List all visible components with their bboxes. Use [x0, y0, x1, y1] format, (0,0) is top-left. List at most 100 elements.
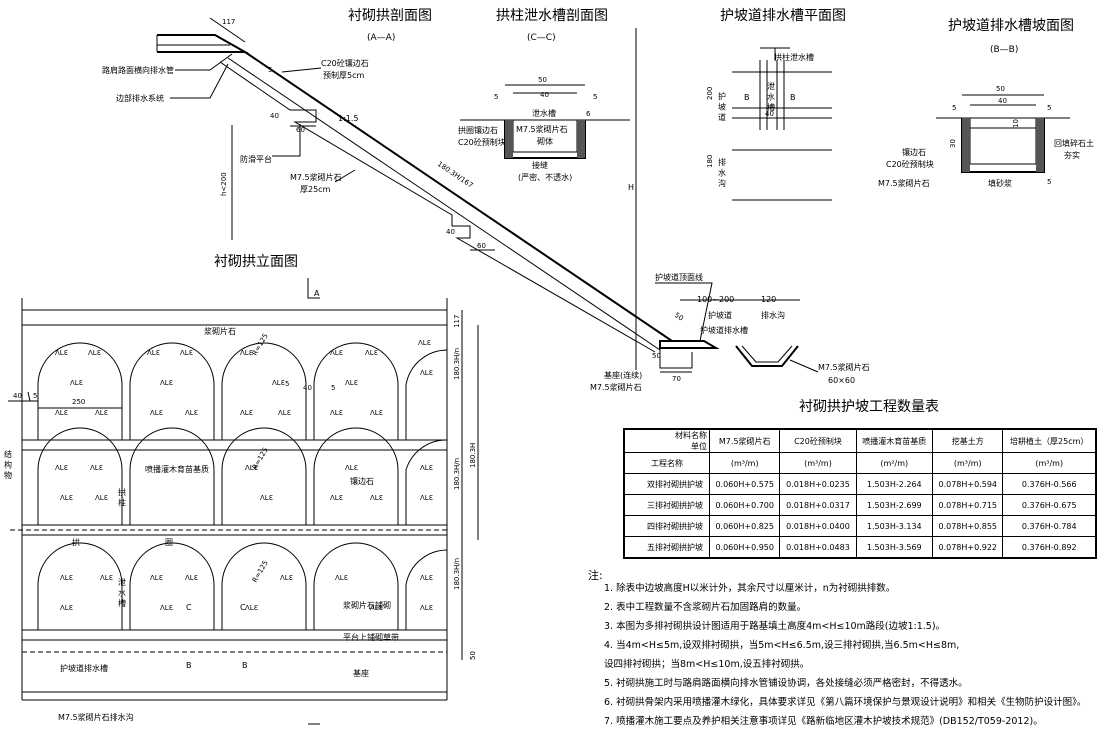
label-shoulder-pipe: 路肩路面横向排水管: [102, 65, 174, 75]
dim-117: 117: [222, 18, 235, 26]
dim-117-line: [209, 17, 246, 43]
elev-label-turf: 喷播灌木育苗基质: [145, 464, 209, 474]
dim-50-slope: 50: [673, 311, 685, 323]
ditch-inner: [741, 345, 793, 363]
svg-text:ɅLƐ: ɅLƐ: [160, 379, 173, 387]
svg-text:ɅLƐ: ɅLƐ: [278, 409, 291, 417]
elev-label-pillar: 拱 柱: [118, 487, 127, 508]
cut-a-marker: [307, 278, 320, 299]
berm-plan-dim-40: 40: [765, 110, 774, 118]
pillar-channel-block-left: [505, 120, 513, 158]
svg-text:ɅLƐ: ɅLƐ: [55, 464, 68, 472]
svg-text:ɅLƐ: ɅLƐ: [60, 574, 73, 582]
berm-plan-dim-180: 180: [706, 155, 714, 168]
table-unit-4: (m³/m): [1002, 452, 1097, 474]
elev-label-structure: 结 构 物: [4, 449, 13, 480]
elev-label-b-left: B: [186, 661, 192, 670]
berm-section-label-fill: 填砂浆: [988, 178, 1012, 188]
elevation-row-lines: [22, 439, 447, 641]
quantity-table: 材料名称 单位 M7.5浆砌片石 C20砼预制块 喷播灌木育苗基质 挖基土方 培…: [623, 428, 1097, 559]
elev-dim-40b: 40: [303, 384, 312, 392]
pillar-dim-6: 6: [586, 110, 591, 118]
berm-plan-dim-200: 200: [706, 87, 714, 100]
berm-plan-vlines: [759, 60, 785, 130]
svg-text:ɅLƐ: ɅLƐ: [420, 464, 433, 472]
notes-list: 1. 除表中边坡高度H以米计外，其余尺寸以厘米计，n为衬砌拱排数。 2. 表中工…: [604, 579, 1100, 731]
svg-text:ɅLƐ: ɅLƐ: [280, 574, 293, 582]
dim-40-a: 40: [270, 112, 279, 120]
table-row-name: 三排衬砌拱护坡: [623, 494, 710, 516]
berm-section-block-right: [1036, 118, 1044, 172]
berm-section-subtitle: (B—B): [990, 45, 1018, 55]
svg-text:ɅLƐ: ɅLƐ: [147, 349, 160, 357]
berm-section-label-c20: C20砼预制块: [886, 159, 934, 169]
svg-text:ɅLƐ: ɅLƐ: [245, 604, 258, 612]
elev-dim-5c: 5: [331, 384, 335, 392]
table-cell: 0.018H+0.0400: [779, 515, 857, 537]
dim-40-b: 40: [446, 228, 455, 236]
table-unit-1: (m³/m): [779, 452, 857, 474]
table-col-0: M7.5浆砌片石: [708, 428, 781, 453]
svg-text:ɅLƐ: ɅLƐ: [335, 574, 348, 582]
pillar-channel-title: 拱柱泄水槽剖面图: [496, 8, 608, 24]
label-anti-slide: 防滑平台: [240, 154, 272, 164]
leader-c20: [281, 67, 322, 73]
elev-label-b-right: B: [242, 661, 248, 670]
table-cell: 0.078H+0.922: [932, 536, 1004, 559]
table-cell: 0.060H+0.700: [708, 494, 781, 516]
dim-50-base: 50: [652, 352, 661, 360]
table-row-name: 双排衬砌拱护坡: [623, 473, 710, 495]
table-cell: 0.376H-0.784: [1002, 515, 1097, 537]
leader-anti-slide: [272, 124, 301, 157]
label-base-stone: M7.5浆砌片石: [590, 382, 642, 392]
dim-70: 70: [672, 375, 681, 383]
leader-pipe: [175, 53, 233, 71]
table-cell: 0.060H+0.825: [708, 515, 781, 537]
dim-berm: 100~200: [697, 295, 734, 304]
svg-text:ɅLƐ: ɅLƐ: [420, 494, 433, 502]
header-unit: 单位: [691, 442, 707, 451]
label-ditch: 排水沟: [761, 310, 785, 320]
table-unit-row: 工程名称 (m³/m) (m³/m) (m²/m) (m³/m) (m³/m): [623, 452, 1097, 474]
berm-section-block-left: [962, 118, 970, 172]
svg-text:ɅLƐ: ɅLƐ: [272, 379, 285, 387]
elevation-frame: [21, 298, 448, 701]
elev-label-c-left: C: [186, 603, 192, 612]
berm-plan-view: 护坡道排水槽平面图 拱柱泄水槽 B B 40 200 180 护 坡 道 泄 水…: [706, 8, 846, 201]
svg-text:ɅLƐ: ɅLƐ: [160, 604, 173, 612]
elev-dim-180b: 180.3H: [469, 443, 477, 468]
table-cell: 0.078H+0.855: [932, 515, 1004, 537]
berm-plan-leader: [760, 47, 790, 60]
svg-text:ɅLƐ: ɅLƐ: [260, 494, 273, 502]
label-precast-thk: 预制厚5cm: [323, 70, 364, 80]
berm-section-dim-5b: 5: [1047, 104, 1051, 112]
shoulder-pipe-line: [156, 35, 230, 52]
elev-dim-180c: 180.3H/n: [453, 458, 461, 490]
elevation-title: 衬砌拱立面图: [214, 254, 298, 270]
elev-dim-40: 40: [13, 392, 22, 400]
svg-text:ɅLƐ: ɅLƐ: [330, 349, 343, 357]
svg-text:ɅLƐ: ɅLƐ: [240, 349, 253, 357]
svg-text:ɅLƐ: ɅLƐ: [370, 409, 383, 417]
svg-text:ɅLƐ: ɅLƐ: [55, 349, 68, 357]
svg-text:ɅLƐ: ɅLƐ: [418, 339, 431, 347]
pillar-label-joint: 接缝: [532, 160, 548, 170]
elev-label-arch: 拱: [72, 537, 80, 547]
arch-row-2: [37, 427, 448, 525]
pillar-channel-view: 拱柱泄水槽剖面图 (C—C) 50 40 5 5 泄水槽 M7.5浆砌片石 砌体…: [458, 8, 630, 182]
berm-section-dim-40: 40: [998, 97, 1007, 105]
table-row: 四排衬砌拱护坡 0.060H+0.825 0.018H+0.0400 1.503…: [623, 515, 1097, 537]
dim-120: 120: [761, 295, 776, 304]
elev-label-stone: 镶边石: [350, 476, 374, 486]
elev-label-platform: 平台上铺砌草带: [343, 632, 399, 642]
svg-text:ɅLƐ: ɅLƐ: [345, 464, 358, 472]
leader-berm-top: [655, 282, 713, 342]
header-material: 材料名称: [675, 431, 707, 440]
svg-text:ɅLƐ: ɅLƐ: [185, 574, 198, 582]
berm-plan-b-right: B: [790, 93, 796, 102]
table-unit-3: (m³/m): [932, 452, 1004, 474]
svg-text:ɅLƐ: ɅLƐ: [370, 604, 383, 612]
table-row: 五排衬砌拱护坡 0.060H+0.950 0.018H+0.0483 1.503…: [623, 536, 1097, 559]
table-cell: 0.060H+0.950: [708, 536, 781, 559]
pillar-label-body: 砌体: [537, 136, 553, 146]
